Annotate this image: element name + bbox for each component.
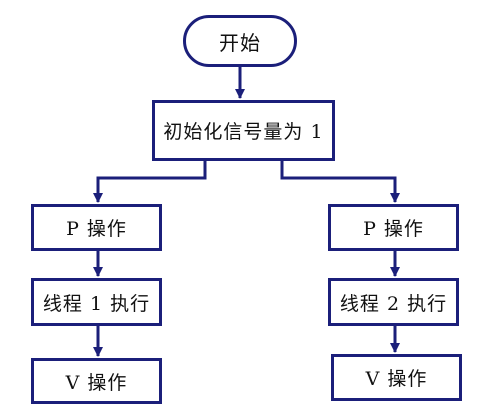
start-terminal: 开始 — [183, 15, 297, 67]
left-thread-run-box: 线程 1 执行 — [31, 278, 162, 326]
start-label: 开始 — [219, 30, 261, 55]
left-v-operation-label: V 操作 — [65, 371, 128, 394]
right-v-operation-box: V 操作 — [331, 354, 462, 401]
right-p-operation-box: P 操作 — [328, 204, 459, 251]
left-p-operation-label: P 操作 — [66, 218, 127, 240]
arrow-init-to-left-p — [93, 160, 207, 203]
arrow-init-to-right-p — [280, 160, 400, 203]
right-thread-run-label: 线程 2 执行 — [339, 292, 448, 315]
left-v-operation-box: V 操作 — [31, 358, 162, 404]
init-semaphore-box: 初始化信号量为 1 — [152, 100, 335, 161]
right-v-operation-label: V 操作 — [365, 368, 428, 390]
left-thread-run-label: 线程 1 执行 — [42, 292, 151, 315]
init-semaphore-label: 初始化信号量为 1 — [163, 121, 324, 143]
right-thread-run-box: 线程 2 执行 — [328, 278, 459, 326]
right-p-operation-label: P 操作 — [363, 218, 424, 240]
left-p-operation-box: P 操作 — [31, 204, 162, 251]
